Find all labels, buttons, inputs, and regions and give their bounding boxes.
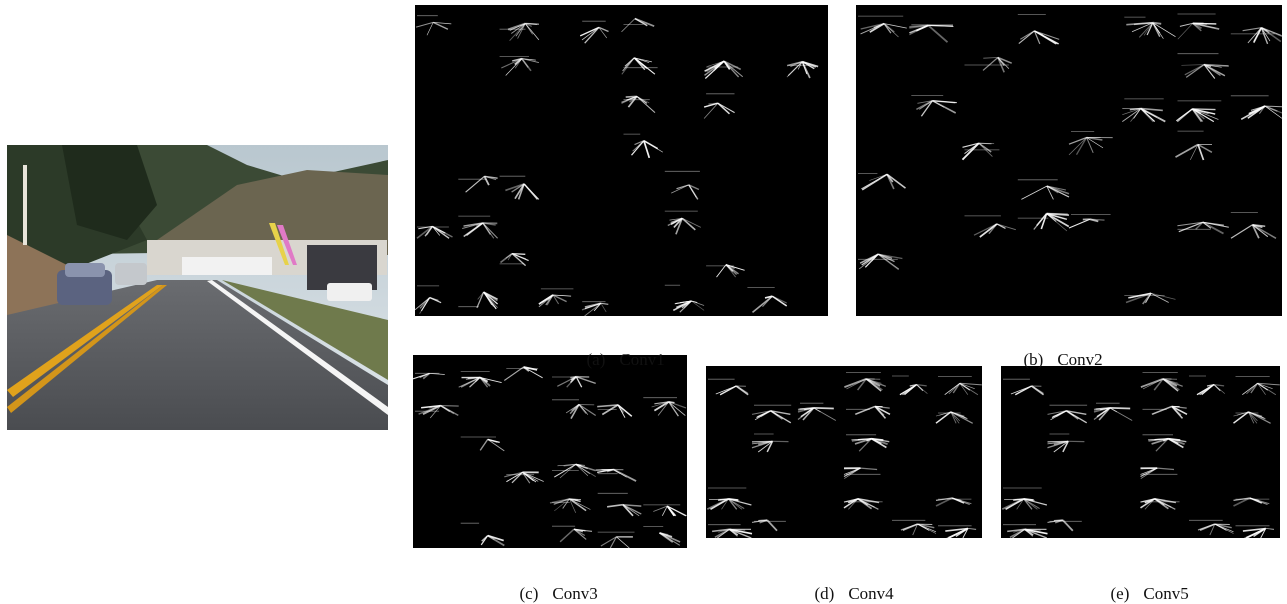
input-road-scene-photo	[7, 145, 388, 430]
feature-map-conv4	[706, 366, 982, 538]
caption-tag: (c)	[520, 584, 539, 603]
caption-conv1: (a) Conv1	[578, 330, 665, 370]
caption-tag: (d)	[815, 584, 835, 603]
caption-tag: (a)	[587, 350, 606, 369]
caption-label: Conv1	[619, 350, 664, 369]
caption-conv2: (b) Conv2	[1015, 330, 1103, 370]
caption-label: Conv2	[1057, 350, 1102, 369]
feature-map-conv1	[415, 5, 828, 316]
caption-label: Conv3	[552, 584, 597, 603]
caption-label: Conv5	[1143, 584, 1188, 603]
caption-tag: (e)	[1111, 584, 1130, 603]
caption-conv4: (d) Conv4	[806, 564, 894, 604]
caption-conv5: (e) Conv5	[1102, 564, 1189, 604]
feature-map-conv3	[413, 355, 687, 548]
feature-map-conv2	[856, 5, 1282, 316]
caption-tag: (b)	[1024, 350, 1044, 369]
caption-conv3: (c) Conv3	[511, 564, 598, 604]
caption-label: Conv4	[848, 584, 893, 603]
feature-map-conv5	[1001, 366, 1280, 538]
